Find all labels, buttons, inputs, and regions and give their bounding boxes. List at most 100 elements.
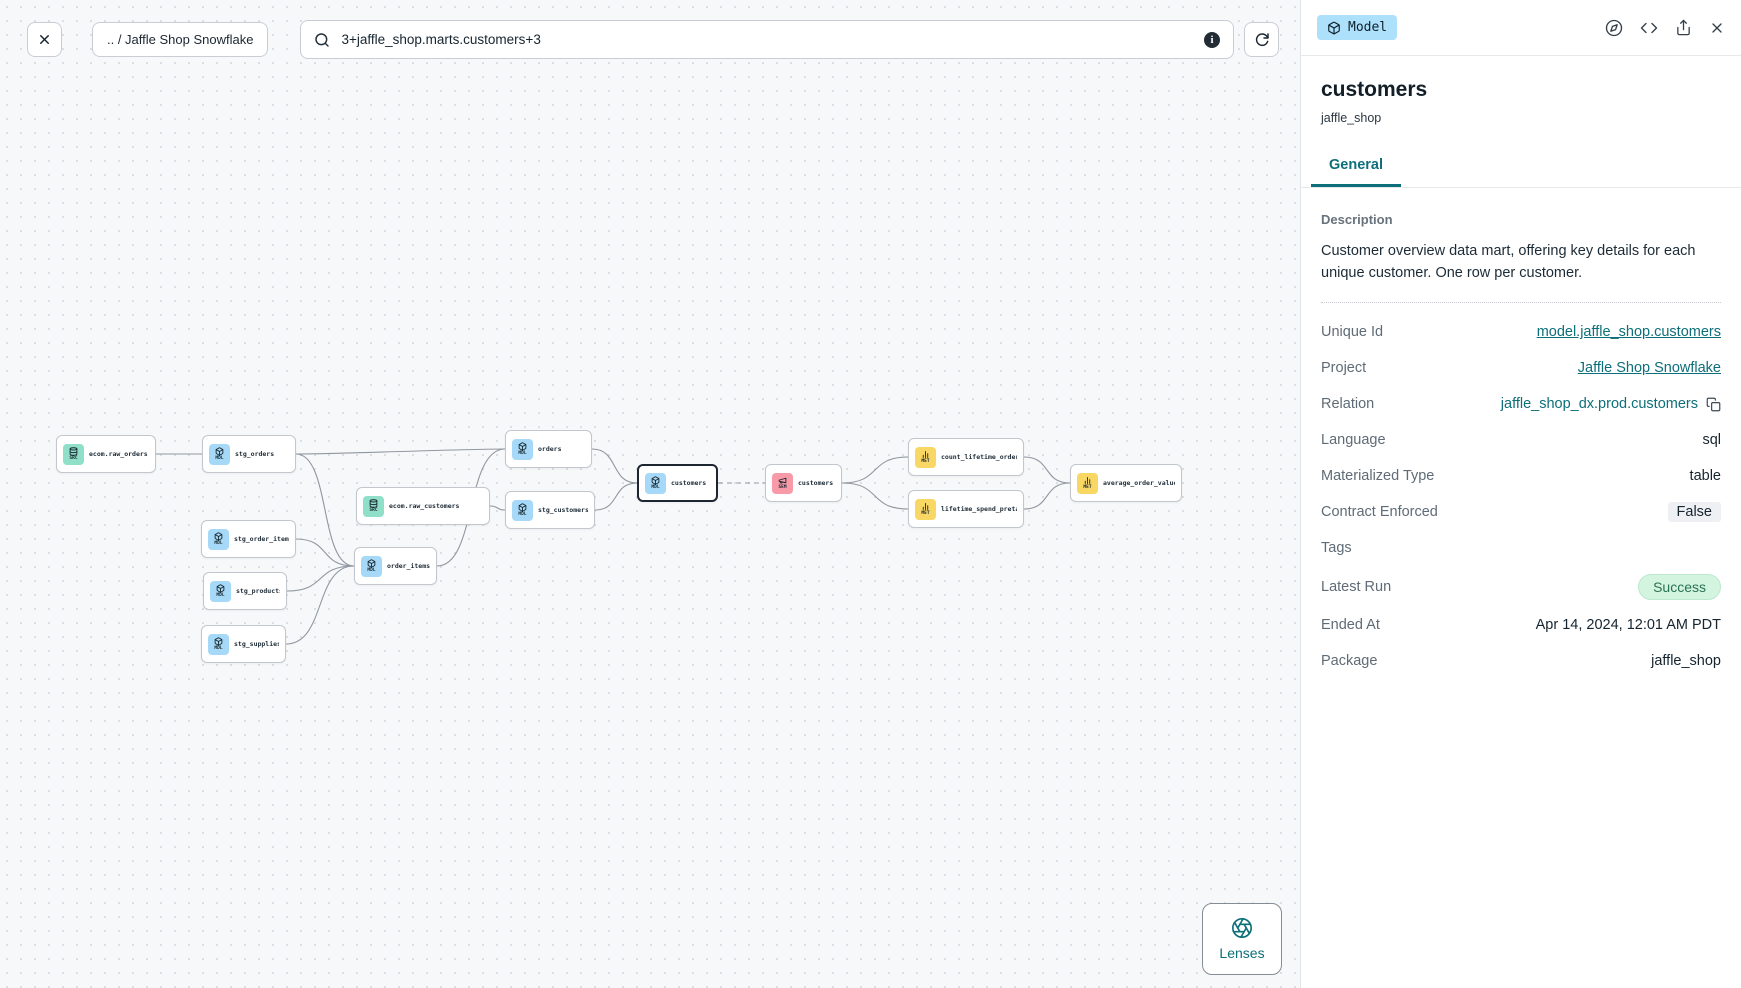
node-label: order_items (387, 562, 430, 570)
aperture-icon (1232, 918, 1252, 938)
model-icon: MDL (208, 633, 229, 655)
edge-orders-customers (591, 448, 638, 484)
node-customers[interactable]: MDL customers (637, 464, 718, 502)
edge-stg_supplies-order_items (285, 565, 355, 645)
close-icon (40, 35, 49, 44)
refresh-button[interactable] (1244, 22, 1279, 57)
node-ecom_raw_customers[interactable]: SRC ecom.raw_customers (356, 487, 490, 525)
info-icon[interactable]: i (1204, 31, 1220, 48)
node-label: stg_supplies (234, 640, 279, 648)
model-icon: MDL (361, 555, 382, 577)
model-icon: MDL (512, 438, 533, 460)
edge-stg_order_items-order_items (295, 538, 355, 567)
edge-ecom_raw_customers-stg_customers (489, 505, 506, 511)
field-value-relation: jaffle_shop_dx.prod.customers (1501, 396, 1721, 412)
semantic-model-icon: SEM (772, 472, 793, 494)
field-row-tags: Tags (1321, 538, 1721, 559)
field-label: Materialized Type (1321, 468, 1435, 485)
details-panel: Model customers jaffle_shop (1300, 0, 1741, 988)
model-icon: MDL (512, 499, 533, 521)
explore-lineage-button[interactable] (1605, 19, 1623, 37)
node-label: ecom.raw_orders (89, 450, 148, 458)
field-label: Project (1321, 360, 1367, 377)
model-icon: MDL (209, 443, 230, 465)
page-subtitle: jaffle_shop (1321, 111, 1382, 125)
field-value-language: sql (1702, 432, 1721, 449)
node-label: lifetime_spend_pretax (941, 505, 1017, 513)
node-label: count_lifetime_orders (941, 453, 1017, 461)
field-row-language: Language sql (1321, 430, 1721, 451)
source-icon: SRC (63, 443, 84, 465)
field-value-project[interactable]: Jaffle Shop Snowflake (1577, 360, 1721, 377)
lineage-search[interactable]: i (300, 20, 1234, 59)
node-label: average_order_value (1103, 479, 1175, 487)
panel-tabs: General (1301, 149, 1741, 188)
close-lineage-button[interactable] (27, 22, 62, 57)
tab-general[interactable]: General (1311, 149, 1401, 187)
node-order_items[interactable]: MDL order_items (354, 547, 437, 585)
node-stg_order_items[interactable]: MDL stg_order_items (201, 520, 296, 558)
description-text: Customer overview data mart, offering ke… (1321, 243, 1696, 282)
node-count_lifetime_orders[interactable]: MET count_lifetime_orders (908, 438, 1024, 476)
edge-customers_sem-lifetime_spend_pretax (841, 482, 909, 510)
refresh-icon (1255, 32, 1269, 46)
metric-icon: MET (915, 446, 936, 468)
model-badge-label: Model (1348, 20, 1388, 35)
panel-actions (1605, 19, 1725, 37)
field-row-ended-at: Ended At Apr 14, 2024, 12:01 AM PDT (1321, 615, 1721, 636)
field-value-unique-id[interactable]: model.jaffle_shop.customers (1536, 324, 1721, 341)
edge-stg_orders-order_items (295, 453, 355, 567)
node-label: ecom.raw_customers (389, 502, 460, 510)
page-title: customers (1321, 78, 1428, 101)
field-label: Tags (1321, 540, 1352, 557)
node-label: stg_order_items (234, 535, 289, 543)
model-icon: MDL (645, 472, 666, 494)
breadcrumb[interactable]: .. / Jaffle Shop Snowflake (92, 22, 269, 57)
node-ecom_raw_orders[interactable]: SRC ecom.raw_orders (56, 435, 156, 473)
lineage-edges (155, 448, 1071, 645)
field-value-materialized-type: table (1689, 468, 1721, 485)
node-stg_supplies[interactable]: MDL stg_supplies (201, 625, 286, 663)
field-row-materialized-type: Materialized Type table (1321, 466, 1721, 487)
search-icon (315, 32, 330, 47)
field-label: Unique Id (1321, 324, 1384, 341)
model-icon: MDL (208, 528, 229, 550)
node-average_order_value[interactable]: MET average_order_value (1070, 464, 1182, 502)
field-value-ended-at: Apr 14, 2024, 12:01 AM PDT (1535, 617, 1721, 634)
field-label: Latest Run (1321, 578, 1392, 595)
field-label: Language (1321, 432, 1386, 449)
field-row-unique-id: Unique Id model.jaffle_shop.customers (1321, 322, 1721, 343)
relation-text: jaffle_shop_dx.prod.customers (1500, 396, 1698, 413)
close-panel-button[interactable] (1709, 20, 1725, 36)
node-stg_products[interactable]: MDL stg_products (203, 572, 287, 610)
edge-lifetime_spend_pretax-average_order_value (1023, 482, 1071, 510)
view-code-button[interactable] (1640, 19, 1658, 37)
metric-icon: MET (1077, 472, 1098, 494)
field-label: Contract Enforced (1321, 504, 1438, 521)
lenses-button[interactable]: Lenses (1202, 903, 1282, 975)
model-badge: Model (1317, 15, 1398, 40)
details-panel-body: customers jaffle_shop General Descriptio… (1301, 56, 1741, 988)
share-button[interactable] (1675, 19, 1692, 36)
source-icon: SRC (363, 495, 384, 517)
model-icon: MDL (210, 580, 231, 602)
node-label: stg_products (236, 587, 280, 595)
details-panel-header: Model (1301, 0, 1741, 56)
edge-count_lifetime_orders-average_order_value (1023, 456, 1071, 484)
search-input[interactable] (339, 31, 1195, 48)
close-icon (1712, 22, 1722, 33)
field-label: Ended At (1321, 617, 1380, 634)
node-label: customers (671, 479, 707, 487)
copy-button[interactable] (1706, 397, 1721, 412)
